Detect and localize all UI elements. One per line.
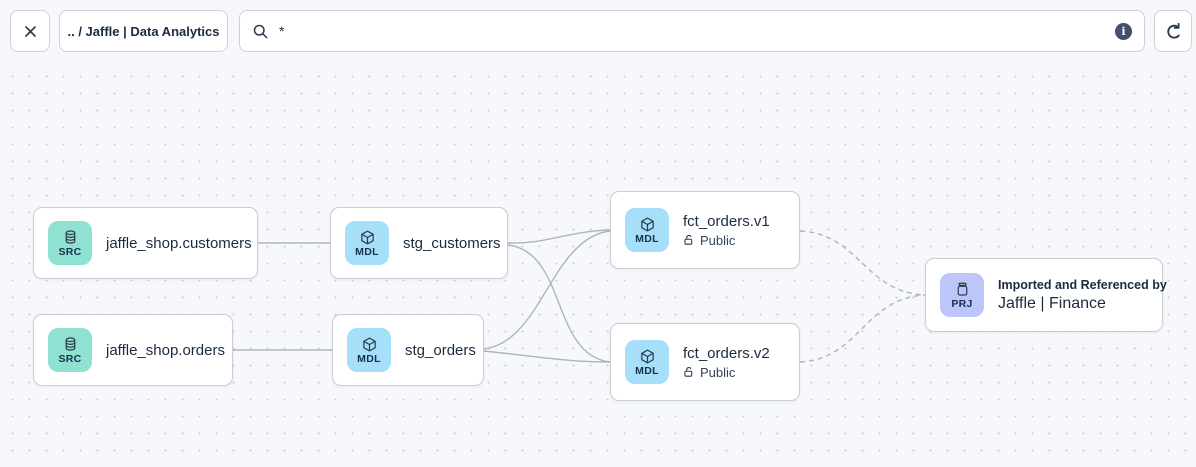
database-icon (65, 230, 75, 244)
node-project-jaffle-finance[interactable]: PRJ Imported and Referenced by Jaffle | … (925, 258, 1167, 332)
project-jar-icon (957, 282, 967, 296)
node-label: jaffle_shop.orders (106, 341, 225, 359)
access-row: Public (683, 365, 770, 380)
access-row: Public (683, 233, 770, 248)
node-jaffle-shop-orders[interactable]: SRC jaffle_shop.orders (33, 314, 233, 386)
badge-label: MDL (357, 352, 381, 365)
node-jaffle-shop-customers[interactable]: SRC jaffle_shop.customers (33, 207, 258, 279)
source-badge: SRC (48, 221, 92, 265)
cube-icon (362, 337, 376, 352)
access-label: Public (700, 364, 736, 380)
project-name: Jaffle | Finance (998, 294, 1106, 312)
node-fct-orders-v1[interactable]: MDL fct_orders.v1 Public (610, 191, 800, 269)
breadcrumb: .. / Jaffle | Data Analytics (67, 23, 220, 39)
project-badge: PRJ (940, 273, 984, 317)
badge-label: MDL (635, 364, 659, 377)
node-fct-orders-v2[interactable]: MDL fct_orders.v2 Public (610, 323, 800, 401)
cube-icon (640, 349, 654, 364)
lock-open-icon (684, 367, 693, 377)
badge-label: MDL (635, 232, 659, 245)
node-label: stg_orders (405, 341, 476, 359)
refresh-icon (1166, 22, 1180, 39)
node-label: fct_orders.v1 (683, 212, 770, 230)
badge-label: SRC (58, 245, 82, 258)
node-label: stg_customers (403, 234, 501, 252)
badge-label: SRC (58, 352, 82, 365)
model-badge: MDL (625, 340, 669, 384)
info-glyph: i (1121, 24, 1126, 38)
search-input[interactable] (279, 23, 1105, 39)
source-badge: SRC (48, 328, 92, 372)
toolbar: .. / Jaffle | Data Analytics i (0, 0, 1196, 62)
badge-label: MDL (355, 245, 379, 258)
breadcrumb-button[interactable]: .. / Jaffle | Data Analytics (59, 10, 228, 52)
node-label: fct_orders.v2 (683, 344, 770, 362)
cube-icon (360, 230, 374, 245)
model-badge: MDL (347, 328, 391, 372)
model-badge: MDL (345, 221, 389, 265)
project-caption: Imported and Referenced by (998, 277, 1167, 292)
close-button[interactable] (10, 10, 50, 52)
node-stg-customers[interactable]: MDL stg_customers (330, 207, 508, 279)
badge-label: PRJ (951, 297, 973, 310)
search-icon (253, 24, 268, 38)
close-icon (24, 25, 36, 37)
info-icon[interactable]: i (1115, 22, 1132, 40)
lock-open-icon (684, 235, 693, 245)
node-stg-orders[interactable]: MDL stg_orders (332, 314, 484, 386)
access-label: Public (700, 232, 736, 248)
cube-icon (640, 217, 654, 232)
model-badge: MDL (625, 208, 669, 252)
refresh-button[interactable] (1154, 10, 1192, 52)
search-bar[interactable]: i (239, 10, 1145, 52)
node-label: jaffle_shop.customers (106, 234, 252, 252)
database-icon (65, 337, 75, 351)
